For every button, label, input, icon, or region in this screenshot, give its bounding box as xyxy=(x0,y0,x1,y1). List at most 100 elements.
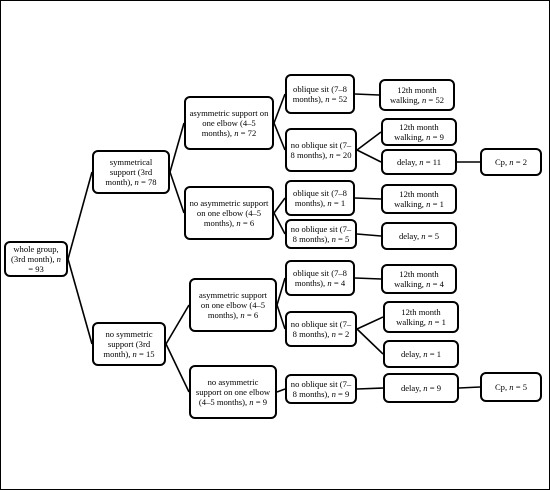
node-w2-label: 12th month walking, n = 9 xyxy=(386,122,452,142)
node-cp1-count: 2 xyxy=(522,156,528,167)
n-symbol: n xyxy=(423,382,428,393)
n-symbol: n xyxy=(331,329,336,339)
node-nos4-count: 9 xyxy=(345,389,350,399)
node-asym1-count: 72 xyxy=(247,128,257,139)
equals-sign: = xyxy=(425,156,431,167)
node-d2-label: delay, n = 5 xyxy=(399,231,439,241)
node-os3-text: oblique sit (7–8 months), xyxy=(293,267,347,288)
node-sym-text: symmetrical support (3rd month), xyxy=(105,156,153,188)
node-nos1: no oblique sit (7–8 months), n = 20 xyxy=(285,128,357,172)
equals-sign: = xyxy=(138,349,144,360)
node-d3-label: delay, n = 1 xyxy=(401,349,441,359)
n-symbol: n xyxy=(56,253,61,264)
node-nosym-label: no symmetric support (3rd month), n = 15 xyxy=(97,329,161,360)
node-nos4: no oblique sit (7–8 months), n = 9 xyxy=(285,374,357,404)
node-cp2-text: Cp, xyxy=(494,381,508,392)
node-d1-label: delay, n = 11 xyxy=(397,157,441,167)
node-nosym-count: 15 xyxy=(146,349,155,360)
node-nos1-label: no oblique sit (7–8 months), n = 20 xyxy=(290,140,352,160)
node-asym2-text: asymmetric support on one elbow (4–5 mon… xyxy=(198,289,268,321)
node-nos3-count: 2 xyxy=(345,329,350,339)
node-sym-label: symmetrical support (3rd month), n = 78 xyxy=(97,157,165,188)
edge-nosym-to-noasym2 xyxy=(165,343,190,393)
node-noasym2-count: 9 xyxy=(262,397,268,408)
node-os2: oblique sit (7–8 months), n = 1 xyxy=(285,180,355,216)
node-w5-text: 12th month walking, xyxy=(396,306,441,327)
n-symbol: n xyxy=(331,389,336,399)
equals-sign: = xyxy=(429,348,435,359)
node-nos2: no oblique sit (7–8 months), n = 5 xyxy=(285,219,357,249)
node-cp2-label: Cp, n = 5 xyxy=(495,382,527,392)
edge-nos1-to-w2 xyxy=(356,131,382,151)
edge-noasym1-to-os2 xyxy=(273,197,286,214)
node-asym1: asymmetric support on one elbow (4–5 mon… xyxy=(184,96,274,150)
node-root-count: 93 xyxy=(35,264,44,275)
node-w3-count: 1 xyxy=(439,199,444,209)
node-asym1-label: asymmetric support on one elbow (4–5 mon… xyxy=(189,108,269,139)
equals-sign: = xyxy=(515,381,521,392)
node-nos4-text: no oblique sit (7–8 months), xyxy=(290,378,352,399)
node-sym-count: 78 xyxy=(148,177,157,188)
n-symbol: n xyxy=(134,177,139,188)
equals-sign: = xyxy=(333,198,339,208)
equals-sign: = xyxy=(338,389,343,399)
node-d2-count: 5 xyxy=(434,230,440,241)
node-nos3-text: no oblique sit (7–8 months), xyxy=(290,318,352,339)
equals-sign: = xyxy=(428,95,434,105)
n-symbol: n xyxy=(249,397,254,408)
equals-sign: = xyxy=(242,218,248,229)
node-w2-text: 12th month walking, xyxy=(394,121,439,142)
n-symbol: n xyxy=(423,348,428,359)
node-d1-count: 11 xyxy=(432,156,442,167)
n-symbol: n xyxy=(426,199,431,209)
n-symbol: n xyxy=(236,218,241,229)
node-nosym-text: no symmetric support (3rd month), xyxy=(103,328,153,360)
node-d4: delay, n = 9 xyxy=(383,373,459,403)
node-root-label: whole group, (3rd month), n = 93 xyxy=(9,244,63,275)
node-os2-count: 1 xyxy=(340,198,346,208)
node-noasym2-text: no asymmetric support on one elbow (4–5 … xyxy=(195,376,271,408)
node-w1-text: 12th month walking, xyxy=(389,84,437,105)
equals-sign: = xyxy=(333,278,339,288)
n-symbol: n xyxy=(426,279,431,289)
node-os3: oblique sit (7–8 months), n = 4 xyxy=(285,260,355,296)
node-w4-count: 4 xyxy=(439,279,444,289)
edge-root-to-sym xyxy=(67,171,93,260)
edge-asym1-to-nos1 xyxy=(273,122,286,151)
edge-asym2-to-nos3 xyxy=(276,304,286,330)
node-d4-label: delay, n = 9 xyxy=(401,383,441,393)
node-sym: symmetrical support (3rd month), n = 78 xyxy=(92,150,170,194)
edge-nos3-to-d3 xyxy=(356,328,384,355)
node-w5-count: 1 xyxy=(441,317,446,327)
edge-os1-to-w1 xyxy=(354,93,380,96)
node-noasym1-text: no asymmetric support on one elbow (4–5 … xyxy=(189,197,269,229)
node-noasym2-label: no asymmetric support on one elbow (4–5 … xyxy=(194,377,272,408)
node-w1-count: 52 xyxy=(435,95,445,105)
node-w4-label: 12th month walking, n = 4 xyxy=(386,269,452,289)
node-d3: delay, n = 1 xyxy=(383,340,459,368)
n-symbol: n xyxy=(331,234,336,244)
n-symbol: n xyxy=(327,278,332,288)
n-symbol: n xyxy=(428,317,433,327)
equals-sign: = xyxy=(331,94,337,104)
node-os3-label: oblique sit (7–8 months), n = 4 xyxy=(290,268,350,288)
node-cp1-label: Cp, n = 2 xyxy=(495,157,527,167)
node-nos2-text: no oblique sit (7–8 months), xyxy=(290,223,352,244)
n-symbol: n xyxy=(240,310,245,321)
node-noasym1: no asymmetric support on one elbow (4–5 … xyxy=(184,186,274,240)
node-cp1-text: Cp, xyxy=(494,156,508,167)
node-w4: 12th month walking, n = 4 xyxy=(381,264,457,294)
node-asym2: asymmetric support on one elbow (4–5 mon… xyxy=(189,278,277,332)
node-root-text: whole group, (3rd month), xyxy=(11,243,59,264)
equals-sign: = xyxy=(246,310,252,321)
node-w3: 12th month walking, n = 1 xyxy=(381,184,457,214)
node-d4-count: 9 xyxy=(436,382,442,393)
node-w3-label: 12th month walking, n = 1 xyxy=(386,189,452,209)
equals-sign: = xyxy=(140,177,146,188)
equals-sign: = xyxy=(427,230,433,241)
node-d3-count: 1 xyxy=(436,348,442,359)
node-nos4-label: no oblique sit (7–8 months), n = 9 xyxy=(290,379,352,399)
node-asym1-text: asymmetric support on one elbow (4–5 mon… xyxy=(189,107,269,139)
node-os1-text: oblique sit (7–8 months), xyxy=(292,83,347,104)
